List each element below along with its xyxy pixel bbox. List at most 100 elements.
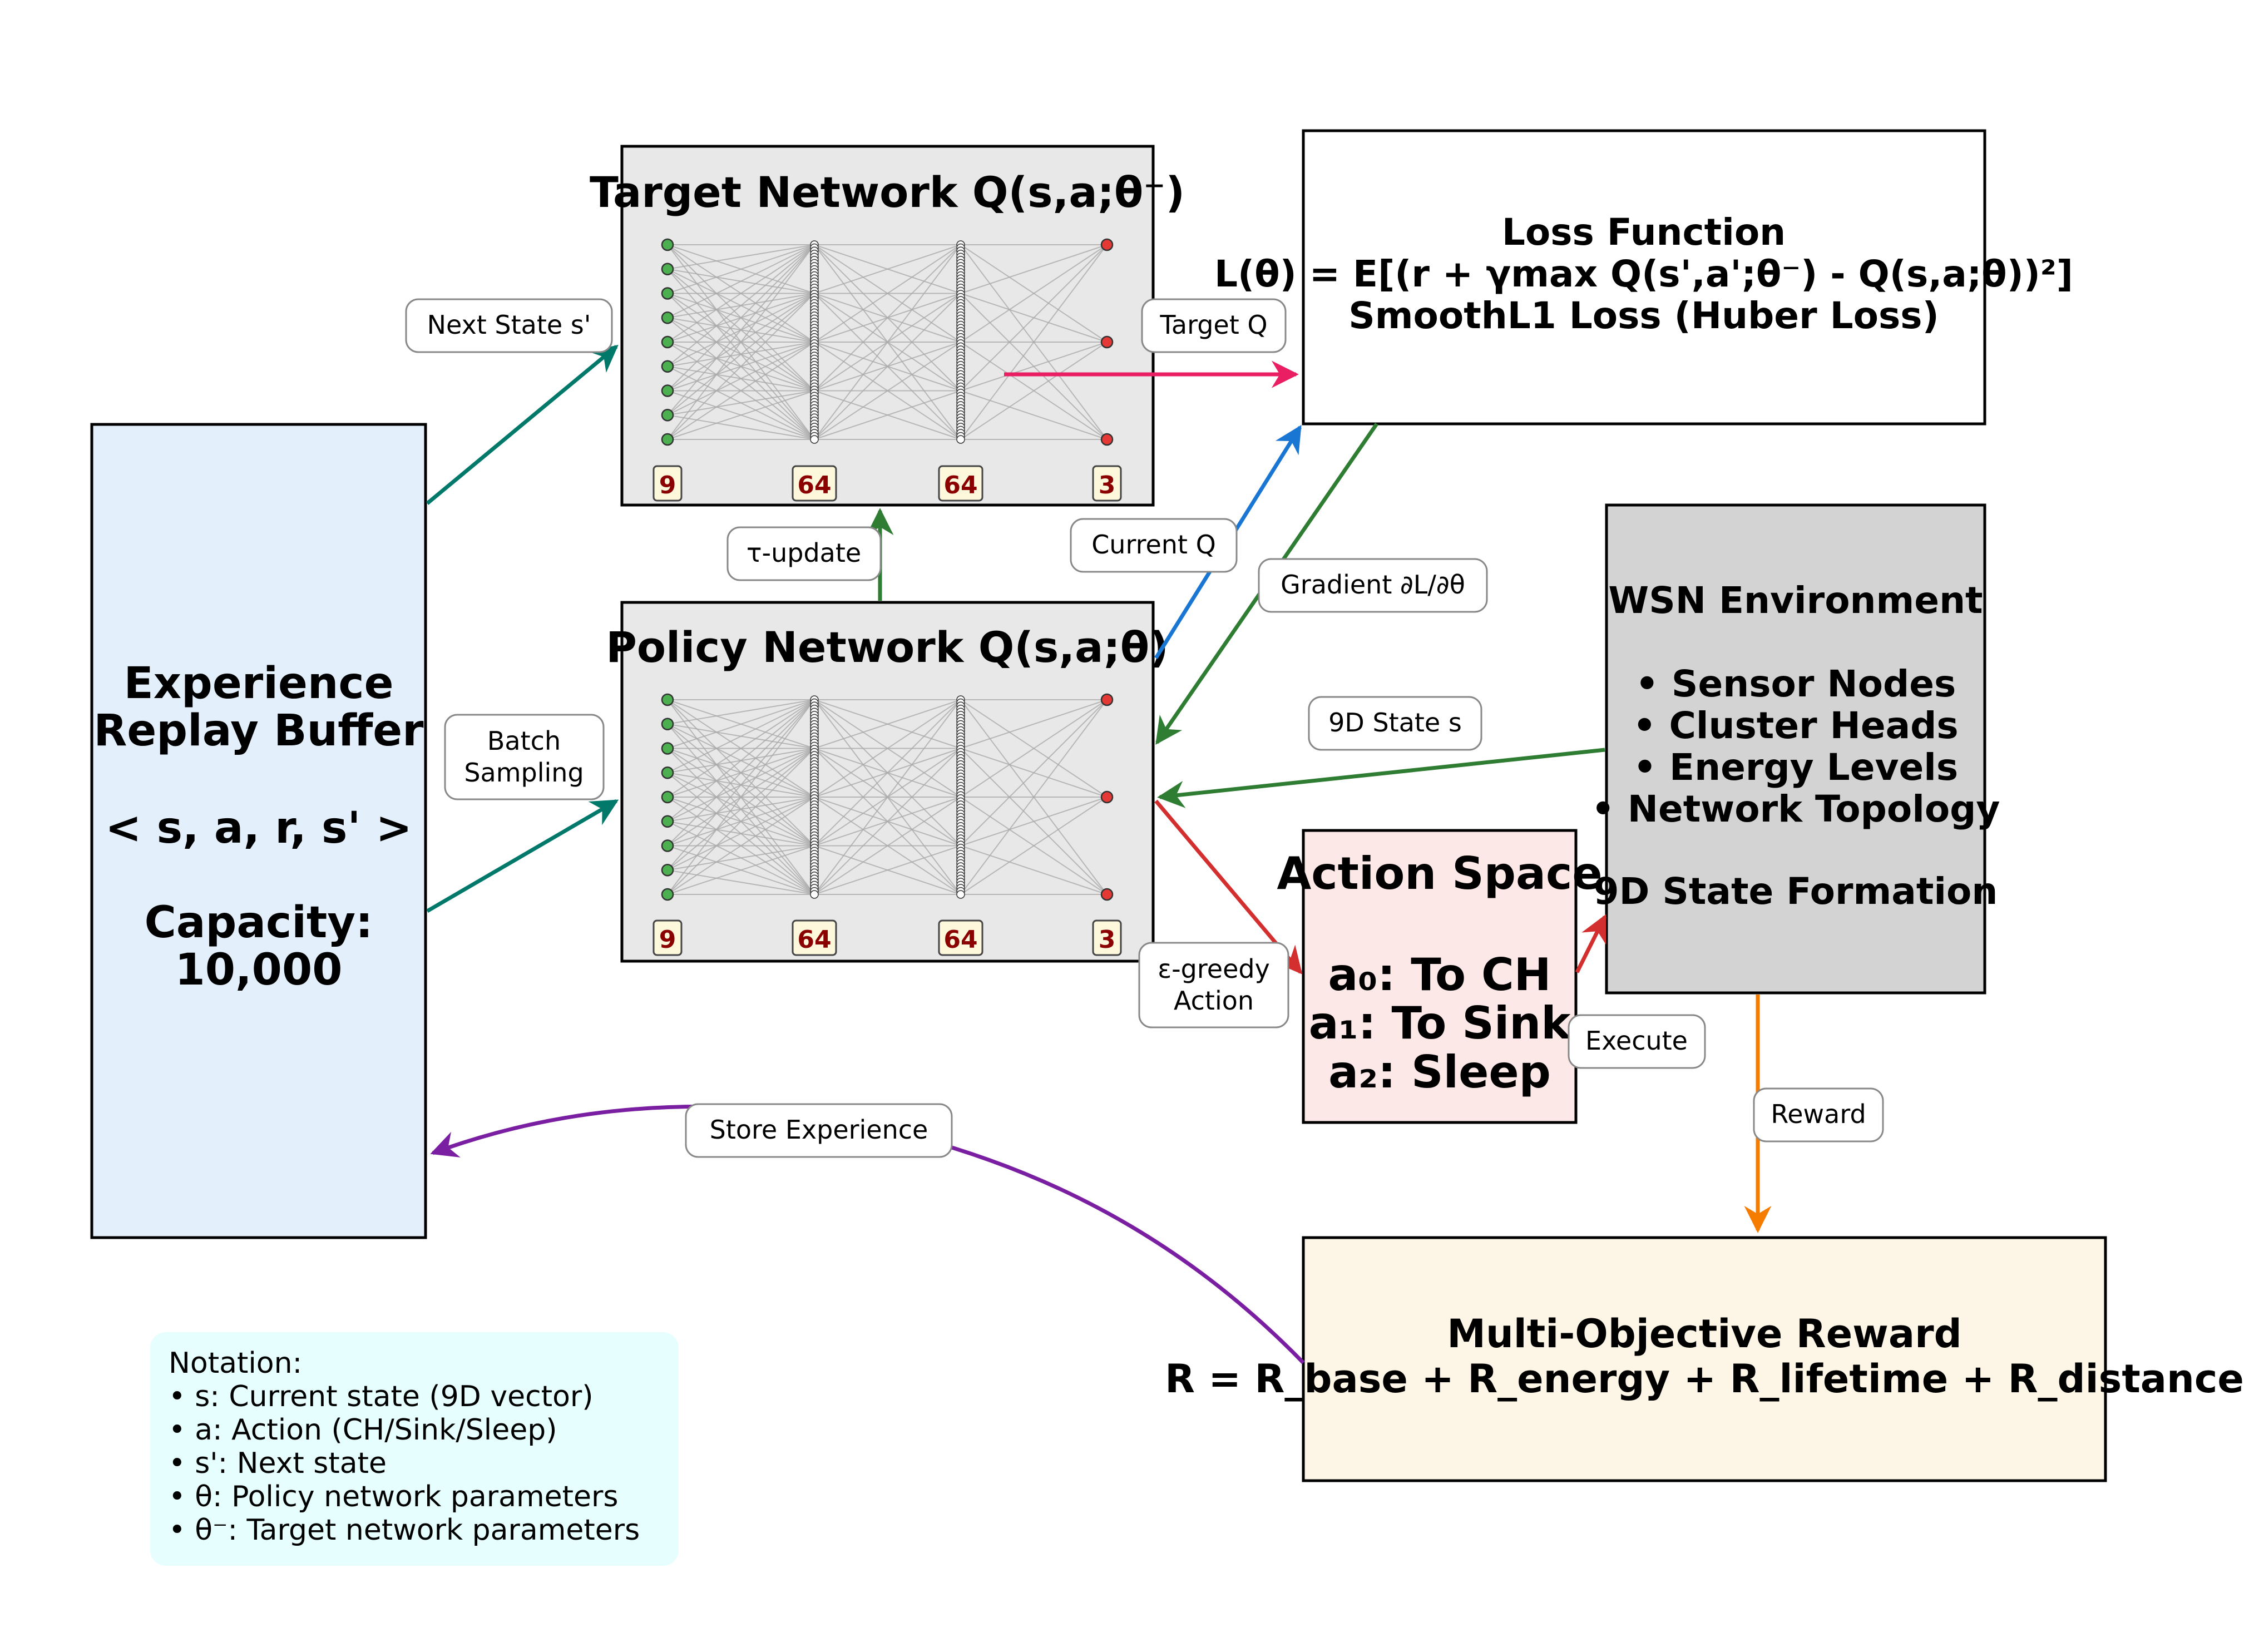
label-9d-state-text: 9D State s [1328,708,1462,738]
policy-network-layer4-size-tag [1092,919,1122,956]
policy-network-connection [667,699,815,774]
notation-line-s-prime: • s': Next state [169,1447,387,1480]
arrow-execute [1575,914,1607,973]
policy-network-layer1-node [661,888,674,901]
label-next-state: Next State s' [405,298,613,353]
policy-network-connection [667,748,815,871]
label-current-q-text: Current Q [1091,530,1216,560]
policy-network-layer1-node [661,815,674,828]
policy-network-title: Policy Network Q(s,a;θ) [606,622,1169,672]
notation-line-a: • a: Action (CH/Sink/Sleep) [169,1413,557,1447]
replay-capacity-label: Capacity: [145,898,373,948]
label-execute: Execute [1568,1014,1706,1069]
label-egreedy-box [1138,942,1289,1028]
policy-network-layer2-size-label: 64 [797,926,831,954]
policy-network-connection [814,748,961,895]
target-network-connection [667,244,815,416]
label-store-experience-text: Store Experience [710,1115,928,1145]
replay-buffer-box: Experience Replay Buffer < s, a, r, s' >… [90,423,427,1239]
target-network-connection [960,244,1108,392]
env-item-sensor-nodes: • Sensor Nodes [1635,662,1956,705]
label-reward-text: Reward [1771,1099,1866,1129]
policy-network-layer4-node [1100,693,1114,706]
policy-network-rect [620,601,1155,963]
replay-tuple: < s, a, r, s' > [105,803,412,853]
policy-network-connection [667,845,815,871]
label-store-experience-box [685,1103,953,1158]
wsn-environment-box: WSN Environment • Sensor Nodes • Cluster… [1591,503,2000,995]
target-network-layer4-node [1100,433,1114,446]
label-9d-state-box [1308,696,1482,751]
loss-title: Loss Function [1502,211,1786,254]
policy-network-layer1-size-tag [653,919,683,956]
policy-network-layer1-node [661,864,674,877]
target-network-layer2-size-label: 64 [797,471,831,499]
label-reward: Reward [1753,1087,1884,1142]
target-network-connection [960,244,1108,440]
target-network-connection [667,244,815,270]
policy-network-layer4-node [1100,888,1114,901]
target-network-connection [667,293,815,440]
label-gradient-text: Gradient ∂L/∂θ [1281,570,1465,600]
target-network-layer3-node [956,435,965,444]
target-network-connection [667,390,815,416]
policy-network-connection [960,699,1108,749]
loss-function-rect [1302,129,1986,426]
label-egreedy-text-1: ε-greedy [1158,954,1270,984]
target-network-connection [667,293,815,416]
policy-network-connection [667,869,815,895]
target-network-connection [667,244,815,392]
policy-network-layer1-node [661,718,674,730]
notation-line-s: • s: Current state (9D vector) [169,1380,594,1413]
target-network-connection [960,342,1108,392]
target-network-connection [814,390,961,440]
target-network-layer1-size-tag [653,465,683,502]
env-title: WSN Environment [1608,579,1983,622]
policy-network-layer1-node [661,790,674,804]
target-network-connection [667,244,815,319]
target-network-connection [667,244,815,343]
target-network-layer1-node [661,263,674,275]
target-network-connection [814,244,961,392]
policy-network-layer3-size-label: 64 [943,926,977,954]
loss-function-box: Loss Function L(θ) = E[(r + γmax Q(s',a'… [1214,129,2073,426]
target-network-connection [667,390,815,440]
target-network-layer1-node [661,287,674,300]
policy-network-connection [667,699,815,749]
policy-network-layer3-node [956,890,965,899]
target-network-connection [667,244,815,367]
env-item-energy-levels: • Energy Levels [1633,746,1958,789]
target-network-layer1-node [661,311,674,324]
label-target-q-text: Target Q [1159,310,1267,340]
notation-line-theta-minus: • θ⁻: Target network parameters [169,1513,640,1547]
target-network-connection [960,244,1108,294]
target-network-layer1-node [661,360,674,373]
label-tau-update: τ-update [726,526,882,581]
policy-network-layer2-node [810,890,819,899]
target-network-layer1-size-label: 9 [659,471,676,499]
policy-network-connection [814,845,961,895]
target-network-connection [667,244,815,294]
target-network-connection [814,244,961,440]
target-network-rect [620,145,1155,507]
target-network-connection [960,342,1108,440]
policy-network-connection [960,699,1108,895]
policy-network-layer1-node [661,839,674,852]
label-gradient: Gradient ∂L/∂θ [1258,558,1488,613]
replay-buffer-rect [90,423,427,1239]
target-network-connection [667,342,815,440]
label-batch-sampling-box [444,714,605,800]
label-gradient-box [1258,558,1488,613]
policy-network-connection [960,845,1108,895]
label-egreedy-text-2: Action [1174,986,1254,1016]
target-network-title: Target Network Q(s,a;θ⁻) [590,167,1185,217]
action-a1: a₁: To Sink [1309,997,1572,1049]
policy-network-connection [960,797,1108,895]
action-a2: a₂: Sleep [1328,1046,1551,1098]
policy-network-layer1-node [661,693,674,706]
action-space-box: Action Space a₀: To CH a₁: To Sink a₂: S… [1277,829,1603,1124]
label-store-experience: Store Experience [685,1103,953,1158]
